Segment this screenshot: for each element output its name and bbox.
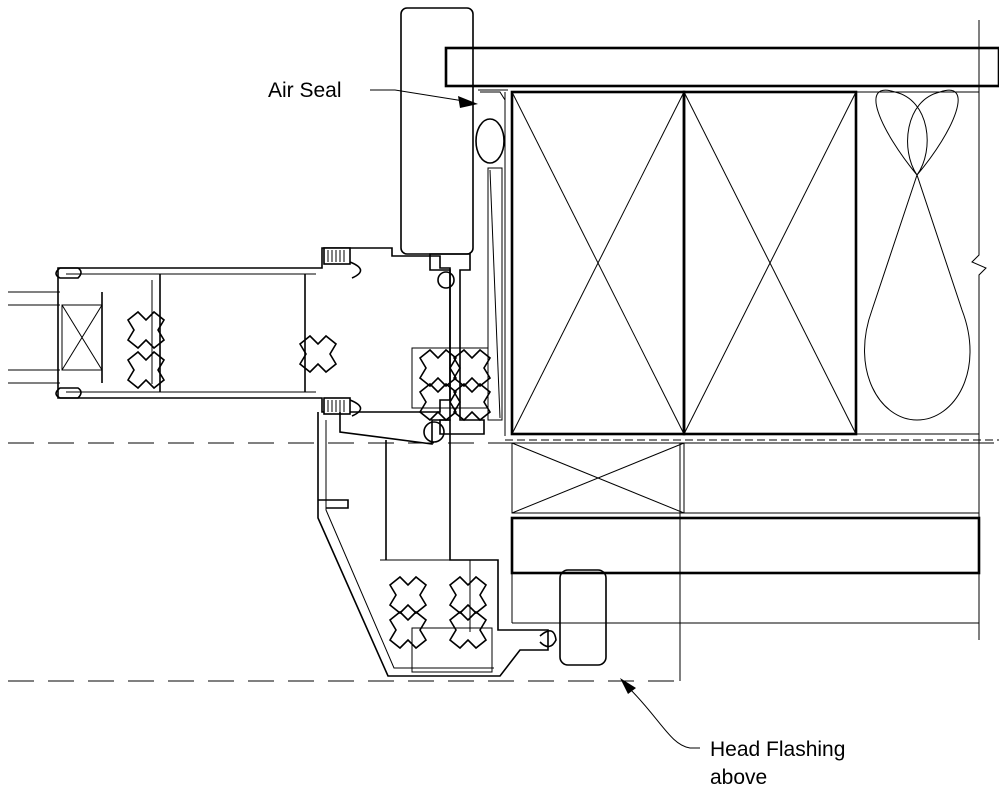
glazing-unit	[8, 291, 103, 384]
head-flashing-callout: Head Flashing above	[620, 678, 845, 789]
air-seal-label: Air Seal	[268, 79, 342, 102]
window-frame-extrusion	[55, 247, 557, 677]
wall-framing	[444, 20, 999, 666]
air-seal-callout: Air Seal	[268, 79, 478, 108]
head-flashing-label-line2: above	[710, 766, 767, 789]
head-flashing-label-line1: Head Flashing	[710, 738, 845, 761]
dashed-reference-lines	[8, 442, 999, 682]
exterior-trim	[400, 7, 999, 441]
